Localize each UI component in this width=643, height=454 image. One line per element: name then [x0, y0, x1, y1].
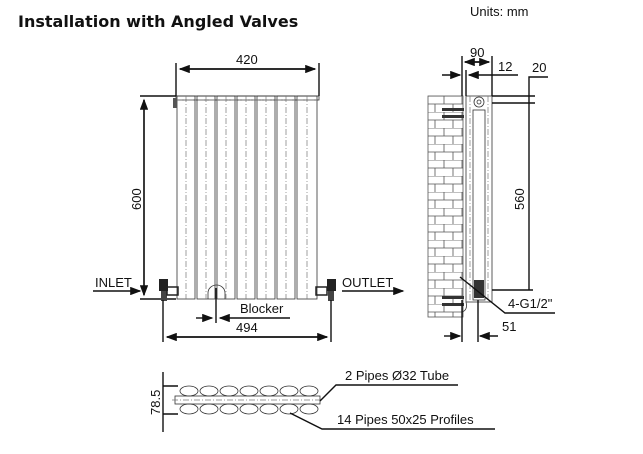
front-height-dimension: 600	[129, 188, 144, 210]
top-offset-dimension: 20	[532, 60, 546, 75]
depth-dimension: 90	[470, 45, 484, 60]
front-view: 420 600 INLET OUTLET Blocker 494	[93, 52, 405, 342]
centers-dimension: 560	[512, 188, 527, 210]
overall-width-dimension: 494	[236, 320, 258, 335]
connection-label: 4-G1/2"	[508, 296, 553, 311]
radiator-columns	[173, 95, 320, 300]
wall-offset-dimension: 51	[502, 319, 516, 334]
diagram-title: Installation with Angled Valves	[18, 12, 298, 31]
right-angled-valve	[315, 279, 336, 301]
blocker-icon	[207, 284, 226, 299]
side-valve-icon	[474, 280, 484, 298]
front-width-dimension: 420	[236, 52, 258, 67]
outlet-label: OUTLET	[342, 275, 393, 290]
wall-brick	[427, 95, 464, 318]
left-angled-valve	[159, 279, 179, 301]
tube-label: 2 Pipes Ø32 Tube	[345, 368, 449, 383]
side-view: 90 12 20 560 4-G1/2" 51	[427, 45, 555, 342]
tube-section-icon	[473, 96, 485, 108]
section-view: 78.5 2 Pipes Ø32 Tube 14 Pipes 50x25 Pro…	[148, 368, 495, 432]
profile-label: 14 Pipes 50x25 Profiles	[337, 412, 474, 427]
section-depth-dimension: 78.5	[148, 390, 163, 415]
inlet-label: INLET	[95, 275, 132, 290]
gap-dimension: 12	[498, 59, 512, 74]
wall-brackets	[442, 108, 464, 306]
units-label: Units: mm	[470, 4, 529, 19]
profile-pipes-bottom	[179, 403, 319, 415]
profile-pipes-top	[179, 385, 319, 397]
blocker-label: Blocker	[240, 301, 284, 316]
